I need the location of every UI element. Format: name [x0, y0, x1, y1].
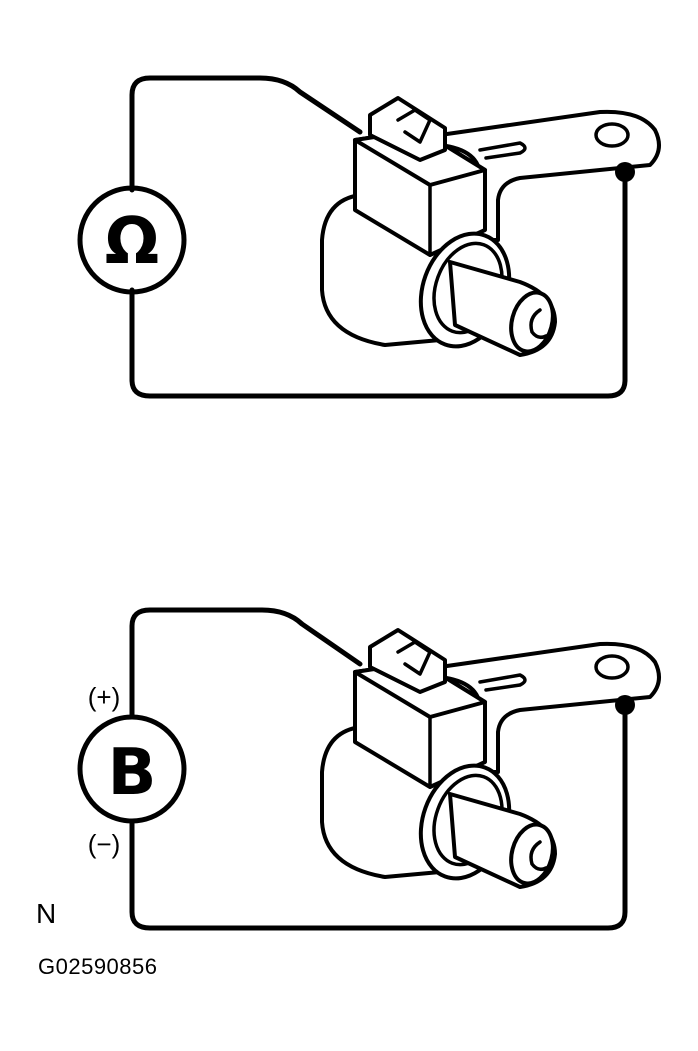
battery-symbol — [77, 714, 187, 824]
terminal-connection-dot — [615, 695, 635, 715]
ohmmeter-symbol — [77, 185, 187, 295]
test-lead-wire — [129, 75, 628, 399]
battery-label: B — [108, 736, 157, 810]
solenoid-valve — [320, 96, 661, 361]
ohmmeter-label: Ω — [105, 205, 159, 279]
negative-terminal-label: (−) — [88, 829, 121, 859]
battery-test-diagram: B (+) (−) — [77, 607, 661, 931]
figure-code: G02590856 — [38, 954, 158, 979]
terminal-connection-dot — [615, 162, 635, 182]
test-lead-wire — [129, 607, 628, 931]
positive-terminal-label: (+) — [88, 682, 121, 712]
corner-label: N — [36, 898, 57, 929]
resistance-test-diagram: Ω — [77, 75, 661, 399]
solenoid-valve — [320, 628, 661, 893]
